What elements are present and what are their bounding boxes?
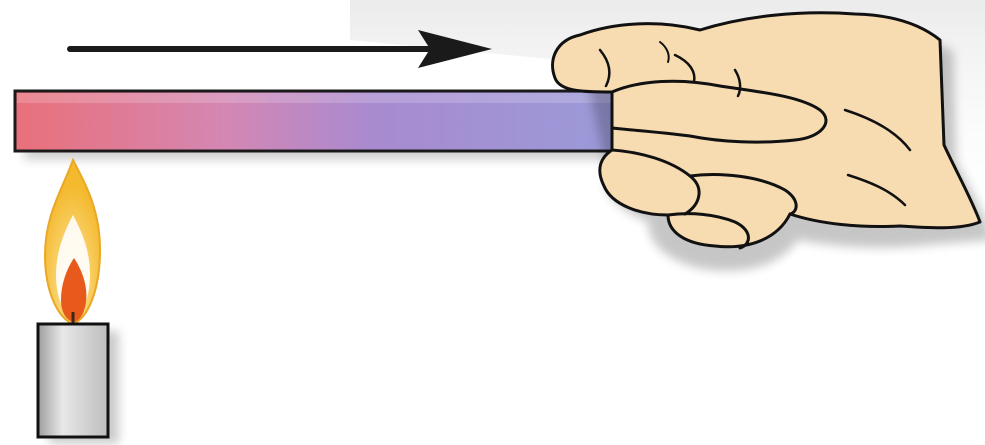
direction-arrow	[67, 30, 492, 68]
hand	[551, 11, 982, 250]
metal-rod	[13, 89, 617, 153]
candle-flame	[43, 157, 102, 326]
candle	[36, 322, 119, 444]
